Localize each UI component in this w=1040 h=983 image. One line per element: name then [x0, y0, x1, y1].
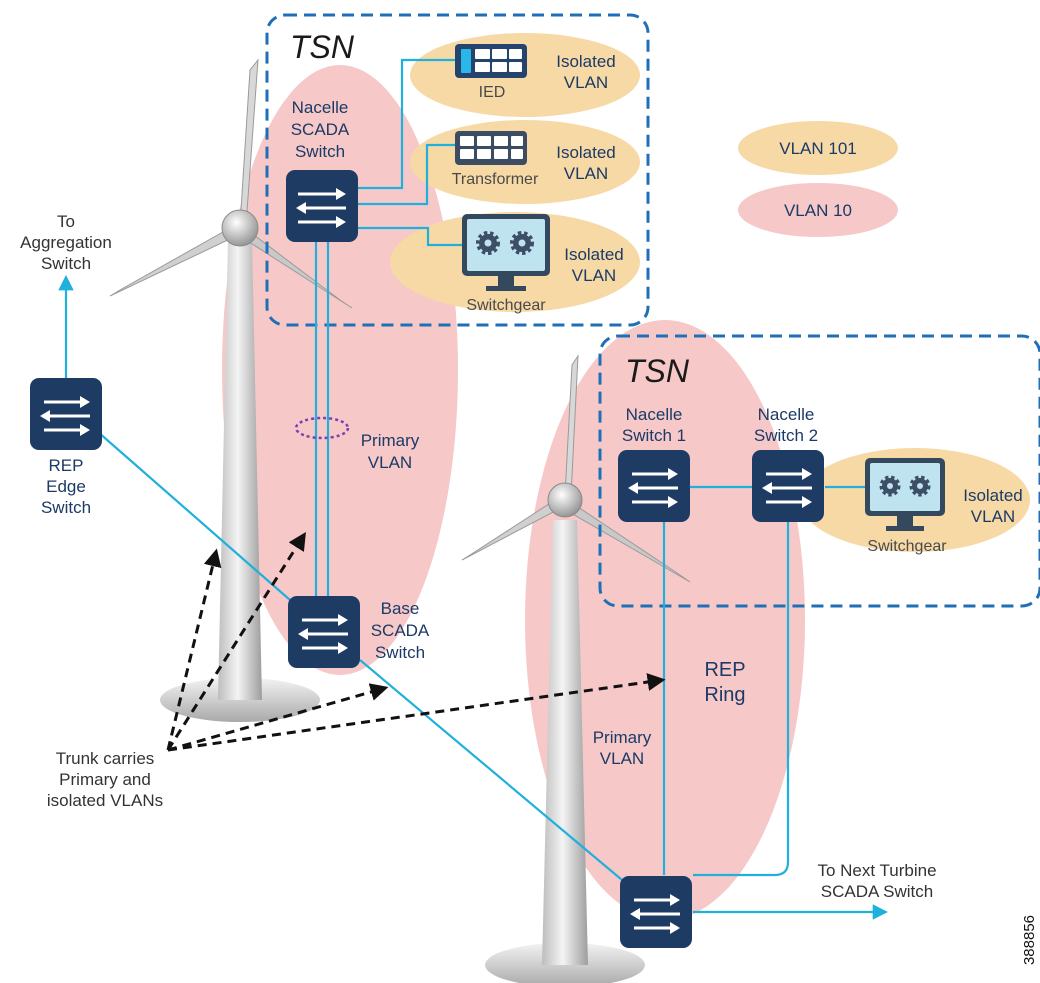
to-next-turbine-label-1: To Next Turbine	[817, 861, 936, 880]
tsn-zone-2	[598, 334, 1040, 608]
rep-edge-label-2: Edge	[46, 477, 86, 496]
to-next-turbine-label-2: SCADA Switch	[821, 882, 933, 901]
ied-icon	[455, 44, 527, 78]
primary-vlan-2-label-1: Primary	[593, 728, 652, 747]
switch-turbine2-base[interactable]	[620, 876, 692, 948]
rep-ring-label-1: REP	[704, 659, 745, 681]
link-nacelle-to-ied	[358, 58, 462, 190]
transformer-vlan-label-1: Isolated	[556, 143, 616, 162]
transformer-vlan-label-2: VLAN	[564, 164, 608, 183]
legend-vlan10-label: VLAN 10	[784, 201, 852, 220]
rep-edge-label-3: Switch	[41, 498, 91, 517]
switchgear-monitor-icon	[462, 214, 550, 291]
switchgear-2-vlan-label-1: Isolated	[963, 486, 1023, 505]
switchgear-vlan-label-1: Isolated	[564, 245, 624, 264]
base-scada-label-3: Switch	[375, 643, 425, 662]
base-scada-label-2: SCADA	[371, 621, 430, 640]
legend-vlan10-swatch	[738, 183, 898, 237]
rep-ring-label-2: Ring	[704, 684, 745, 706]
switchgear-2-label: Switchgear	[867, 538, 947, 555]
nacelle-scada-label-1: Nacelle	[292, 98, 349, 117]
nacelle-switch-2-label-2: Switch 2	[754, 426, 818, 445]
rep-edge-label-1: REP	[49, 456, 84, 475]
wind-turbine-2	[461, 354, 691, 983]
switchgear-vlan-label-2: VLAN	[572, 266, 616, 285]
nacelle-scada-label-2: SCADA	[291, 120, 350, 139]
primary-vlan-label-1: Primary	[361, 431, 420, 450]
ied-vlan-label-2: VLAN	[564, 73, 608, 92]
base-scada-label-1: Base	[381, 599, 420, 618]
to-aggregation-label-3: Switch	[41, 254, 91, 273]
tsn-label-1: TSN	[290, 29, 355, 65]
link-ns2-to-bottom	[693, 520, 790, 877]
nacelle-scada-label-3: Switch	[295, 142, 345, 161]
tsn-zone-1	[265, 13, 650, 327]
switch-nacelle-scada[interactable]	[286, 170, 358, 242]
to-aggregation-label-1: To	[57, 212, 75, 231]
switchgear-2-vlan-label-2: VLAN	[971, 507, 1015, 526]
transformer-icon	[455, 131, 527, 165]
switch-nacelle-2[interactable]	[752, 450, 824, 522]
links	[58, 58, 889, 920]
switchgear-label: Switchgear	[466, 297, 546, 314]
to-aggregation-label-2: Aggregation	[20, 233, 112, 252]
switchgear-monitor-icon-2	[865, 458, 945, 531]
nacelle-switch-1-label-2: Switch 1	[622, 426, 686, 445]
link-nacelle-to-transformer	[358, 143, 462, 206]
trunk-label-3: isolated VLANs	[47, 791, 163, 810]
ied-vlan-label-1: Isolated	[556, 52, 616, 71]
primary-vlan-bundle-marker	[294, 416, 350, 440]
switch-base-scada[interactable]	[288, 596, 360, 668]
link-nacelle-to-switchgear	[358, 226, 462, 247]
legend-vlan101-label: VLAN 101	[779, 139, 857, 158]
tsn-label-2: TSN	[625, 353, 690, 389]
ied-label: IED	[479, 84, 506, 101]
nacelle-switch-1-label-1: Nacelle	[626, 405, 683, 424]
transformer-label: Transformer	[452, 171, 539, 188]
link-base-to-bottom	[359, 659, 623, 881]
trunk-label-1: Trunk carries	[56, 749, 155, 768]
primary-vlan-2-label-2: VLAN	[600, 749, 644, 768]
wind-turbine-1	[109, 58, 353, 722]
switch-rep-edge[interactable]	[30, 378, 102, 450]
figure-number: 388856	[1021, 915, 1038, 965]
vlan10-zone-turbine1	[222, 65, 458, 675]
link-rep-edge-to-base	[97, 431, 291, 601]
trunk-label-2: Primary and	[59, 770, 151, 789]
nacelle-switch-2-label-1: Nacelle	[758, 405, 815, 424]
switch-nacelle-1[interactable]	[618, 450, 690, 522]
legend-vlan101-swatch	[738, 121, 898, 175]
primary-vlan-label-2: VLAN	[368, 453, 412, 472]
trunk-arrows	[166, 531, 666, 752]
